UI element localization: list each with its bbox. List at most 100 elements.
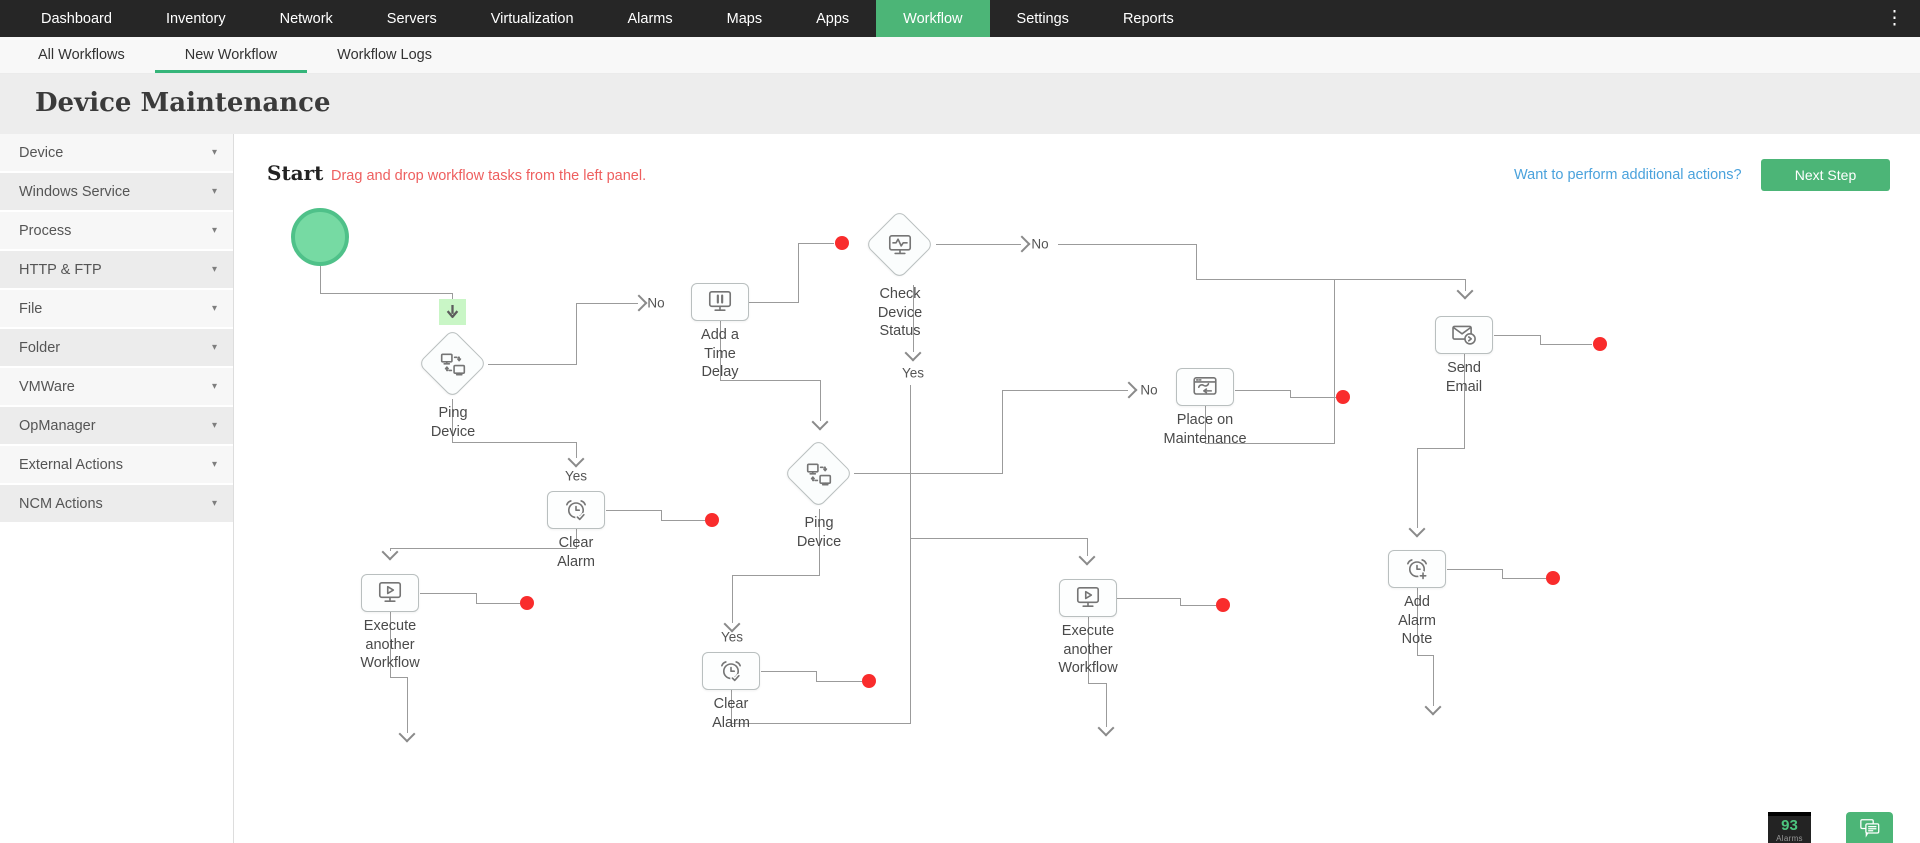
connector-line bbox=[452, 442, 577, 443]
connector-line bbox=[1117, 598, 1181, 599]
branch-label-no: No bbox=[1140, 382, 1158, 398]
connector-line bbox=[1106, 683, 1107, 727]
connector-line bbox=[661, 520, 705, 521]
place-on-maintenance[interactable] bbox=[1176, 368, 1234, 406]
node-label: Place on Maintenance bbox=[1163, 412, 1247, 447]
connector-line bbox=[731, 690, 732, 723]
chevron-down-icon: ▾ bbox=[211, 420, 217, 431]
connector-line bbox=[1088, 617, 1089, 683]
connection-endpoint[interactable] bbox=[1546, 571, 1560, 585]
connector-line bbox=[819, 509, 820, 575]
connection-endpoint[interactable] bbox=[1216, 598, 1230, 612]
connector-line bbox=[1205, 406, 1206, 443]
connector-line bbox=[452, 399, 453, 442]
connector-line bbox=[1196, 244, 1197, 279]
sidebar-item-http-ftp[interactable]: HTTP & FTP ▾ bbox=[0, 251, 233, 288]
sidebar-item-windows-service[interactable]: Windows Service▾ bbox=[0, 173, 233, 210]
branch-label-yes: Yes bbox=[564, 468, 588, 484]
workflow-tab-bar: All Workflows New Workflow Workflow Logs bbox=[0, 37, 1920, 74]
node-label: Send Email bbox=[1445, 360, 1483, 395]
chat-bubbles-icon bbox=[1857, 817, 1883, 843]
sidebar-item-device[interactable]: Device▾ bbox=[0, 134, 233, 171]
connection-endpoint[interactable] bbox=[1593, 337, 1607, 351]
node-label: Clear Alarm bbox=[712, 696, 750, 731]
node-label: Add a Time Delay bbox=[701, 327, 739, 381]
support-chat-button[interactable] bbox=[1846, 812, 1893, 843]
sidebar-item-folder[interactable]: Folder▾ bbox=[0, 329, 233, 366]
nav-item-workflow[interactable]: Workflow bbox=[876, 0, 990, 37]
connector-line bbox=[1417, 448, 1418, 528]
connector-line bbox=[1540, 335, 1541, 344]
add-time-delay[interactable] bbox=[691, 283, 749, 321]
sidebar-item-label: External Actions bbox=[19, 456, 123, 473]
connector-line bbox=[749, 302, 799, 303]
nav-item-dashboard[interactable]: Dashboard bbox=[41, 10, 112, 27]
start-node[interactable] bbox=[291, 208, 349, 266]
connector-line bbox=[798, 243, 834, 244]
connector-line bbox=[390, 548, 577, 549]
sidebar-item-file[interactable]: File▾ bbox=[0, 290, 233, 327]
connector-line bbox=[720, 380, 821, 381]
add-alarm-note-icon bbox=[1402, 554, 1432, 584]
connector-line bbox=[1494, 335, 1541, 336]
node-label: Check Device Status bbox=[877, 286, 923, 340]
connector-line bbox=[1002, 390, 1003, 473]
connector-line bbox=[452, 293, 453, 299]
connector-line bbox=[936, 244, 1021, 245]
sidebar-item-process[interactable]: Process▾ bbox=[0, 212, 233, 249]
connector-line bbox=[390, 548, 391, 551]
chevron-down-icon: ▾ bbox=[211, 498, 217, 509]
tab-new-workflow[interactable]: New Workflow bbox=[154, 37, 308, 73]
connector-line bbox=[576, 303, 638, 304]
connector-line bbox=[910, 538, 911, 723]
title-bar: Device Maintenance bbox=[0, 74, 1920, 134]
connection-endpoint[interactable] bbox=[705, 513, 719, 527]
connector-line bbox=[816, 671, 817, 681]
sidebar-item-ncm-actions[interactable]: NCM Actions▾ bbox=[0, 485, 233, 522]
workflow-canvas bbox=[234, 134, 1920, 843]
nav-item-reports[interactable]: Reports bbox=[1122, 10, 1174, 27]
kebab-menu-icon[interactable]: ⋮ bbox=[1885, 8, 1904, 29]
connector-line bbox=[390, 677, 408, 678]
additional-actions-link[interactable]: Want to perform additional actions? bbox=[1514, 167, 1742, 183]
nav-item-servers[interactable]: Servers bbox=[386, 10, 437, 27]
clear-alarm-icon bbox=[716, 656, 746, 686]
nav-item-alarms[interactable]: Alarms bbox=[627, 10, 673, 27]
task-palette-sidebar: Device▾Windows Service▾Process▾HTTP & FT… bbox=[0, 134, 234, 843]
tab-all-workflows[interactable]: All Workflows bbox=[38, 47, 125, 63]
node-label: Ping Device bbox=[796, 515, 842, 550]
sidebar-item-label: VMWare bbox=[19, 378, 75, 395]
nav-item-settings[interactable]: Settings bbox=[1016, 10, 1069, 27]
alarm-count-label: Alarms bbox=[1776, 834, 1803, 843]
connector-line bbox=[320, 293, 453, 294]
drop-arrow-icon bbox=[446, 304, 459, 318]
nav-item-apps[interactable]: Apps bbox=[816, 10, 850, 27]
node-label: Execute another Workflow bbox=[360, 618, 420, 672]
connector-line bbox=[576, 303, 577, 364]
alarm-count-badge[interactable]: 93 Alarms bbox=[1768, 812, 1811, 843]
drop-target-highlight[interactable] bbox=[439, 299, 466, 325]
nav-item-network[interactable]: Network bbox=[279, 10, 333, 27]
connector-line bbox=[1002, 390, 1128, 391]
connection-endpoint[interactable] bbox=[520, 596, 534, 610]
nav-item-inventory[interactable]: Inventory bbox=[165, 10, 226, 27]
connection-endpoint[interactable] bbox=[1336, 390, 1350, 404]
sidebar-item-external-actions[interactable]: External Actions▾ bbox=[0, 446, 233, 483]
tab-workflow-logs[interactable]: Workflow Logs bbox=[337, 47, 432, 63]
chevron-down-icon: ▾ bbox=[211, 147, 217, 158]
sidebar-item-opmanager[interactable]: OpManager▾ bbox=[0, 407, 233, 444]
chevron-down-icon: ▾ bbox=[211, 264, 217, 275]
nav-item-maps[interactable]: Maps bbox=[726, 10, 763, 27]
connector-line bbox=[1058, 244, 1197, 245]
next-step-button[interactable]: Next Step bbox=[1761, 159, 1890, 191]
send-email[interactable] bbox=[1435, 316, 1493, 354]
connection-endpoint[interactable] bbox=[835, 236, 849, 250]
send-email-icon bbox=[1449, 320, 1479, 350]
connector-line bbox=[1205, 443, 1335, 444]
sidebar-item-label: HTTP & FTP bbox=[19, 261, 102, 278]
execute-workflow-icon bbox=[1073, 583, 1103, 613]
connection-endpoint[interactable] bbox=[862, 674, 876, 688]
sidebar-item-vmware[interactable]: VMWare▾ bbox=[0, 368, 233, 405]
nav-item-virtualization[interactable]: Virtualization bbox=[490, 10, 574, 27]
connector-line bbox=[1196, 279, 1466, 280]
